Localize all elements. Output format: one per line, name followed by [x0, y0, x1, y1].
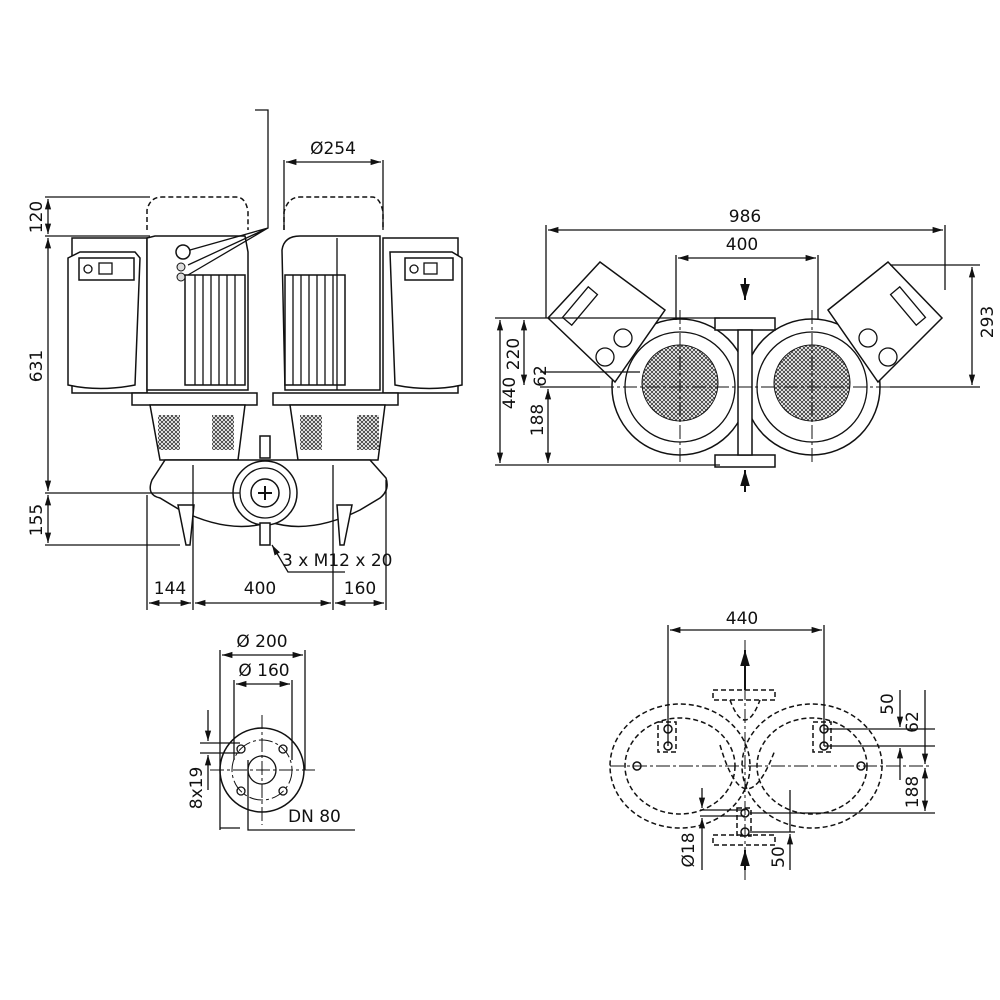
top-dimensions	[495, 225, 980, 466]
dim-lower: 188	[528, 404, 548, 436]
dim-overall-height: 631	[27, 350, 47, 382]
dim-motor-diameter: Ø254	[310, 139, 356, 159]
dim-right-foot: 160	[344, 579, 376, 599]
footprint-view: 440 50 62 188 Ø18 50	[609, 609, 935, 880]
dim-foot-spacing: 400	[244, 579, 276, 599]
dim-50-top: 50	[878, 693, 898, 715]
dim-offset: 62	[531, 365, 551, 387]
right-control-module	[382, 237, 463, 394]
dim-hole-diameter: Ø18	[679, 832, 699, 867]
dim-foot-spacing-footprint: 440	[726, 609, 758, 629]
dim-module-height: 293	[978, 306, 998, 338]
dim-total-depth: 440	[500, 377, 520, 409]
footprint-dimensions	[667, 625, 935, 870]
flange-view: Ø 200 Ø 160 8x19 DN 80	[187, 632, 355, 831]
dim-62: 62	[903, 711, 923, 733]
dim-left-foot: 144	[154, 579, 186, 599]
dim-port-spacing: 400	[726, 235, 758, 255]
dim-188: 188	[903, 776, 923, 808]
dim-axis-height: 155	[27, 504, 47, 536]
front-dimensions	[44, 109, 387, 610]
dim-bolt-holes: 8x19	[187, 767, 207, 810]
dim-motor-removal-height: 120	[27, 201, 47, 233]
dim-overall-width: 986	[729, 207, 761, 227]
right-motor	[281, 235, 381, 391]
dim-outer-diameter: Ø 200	[236, 632, 287, 652]
left-motor	[146, 235, 249, 391]
thread-callout: 3 x M12 x 20	[282, 551, 392, 571]
nominal-size: DN 80	[288, 807, 341, 827]
left-control-module	[67, 237, 148, 394]
dim-upper: 220	[504, 338, 524, 370]
top-view: 986 400 220 62 440 188 293	[495, 207, 998, 492]
front-view: 120 631 155 Ø254 144 400 160 3 x M12 x 2…	[27, 109, 463, 610]
dim-bolt-circle: Ø 160	[238, 661, 289, 681]
dim-50-bottom: 50	[769, 846, 789, 868]
